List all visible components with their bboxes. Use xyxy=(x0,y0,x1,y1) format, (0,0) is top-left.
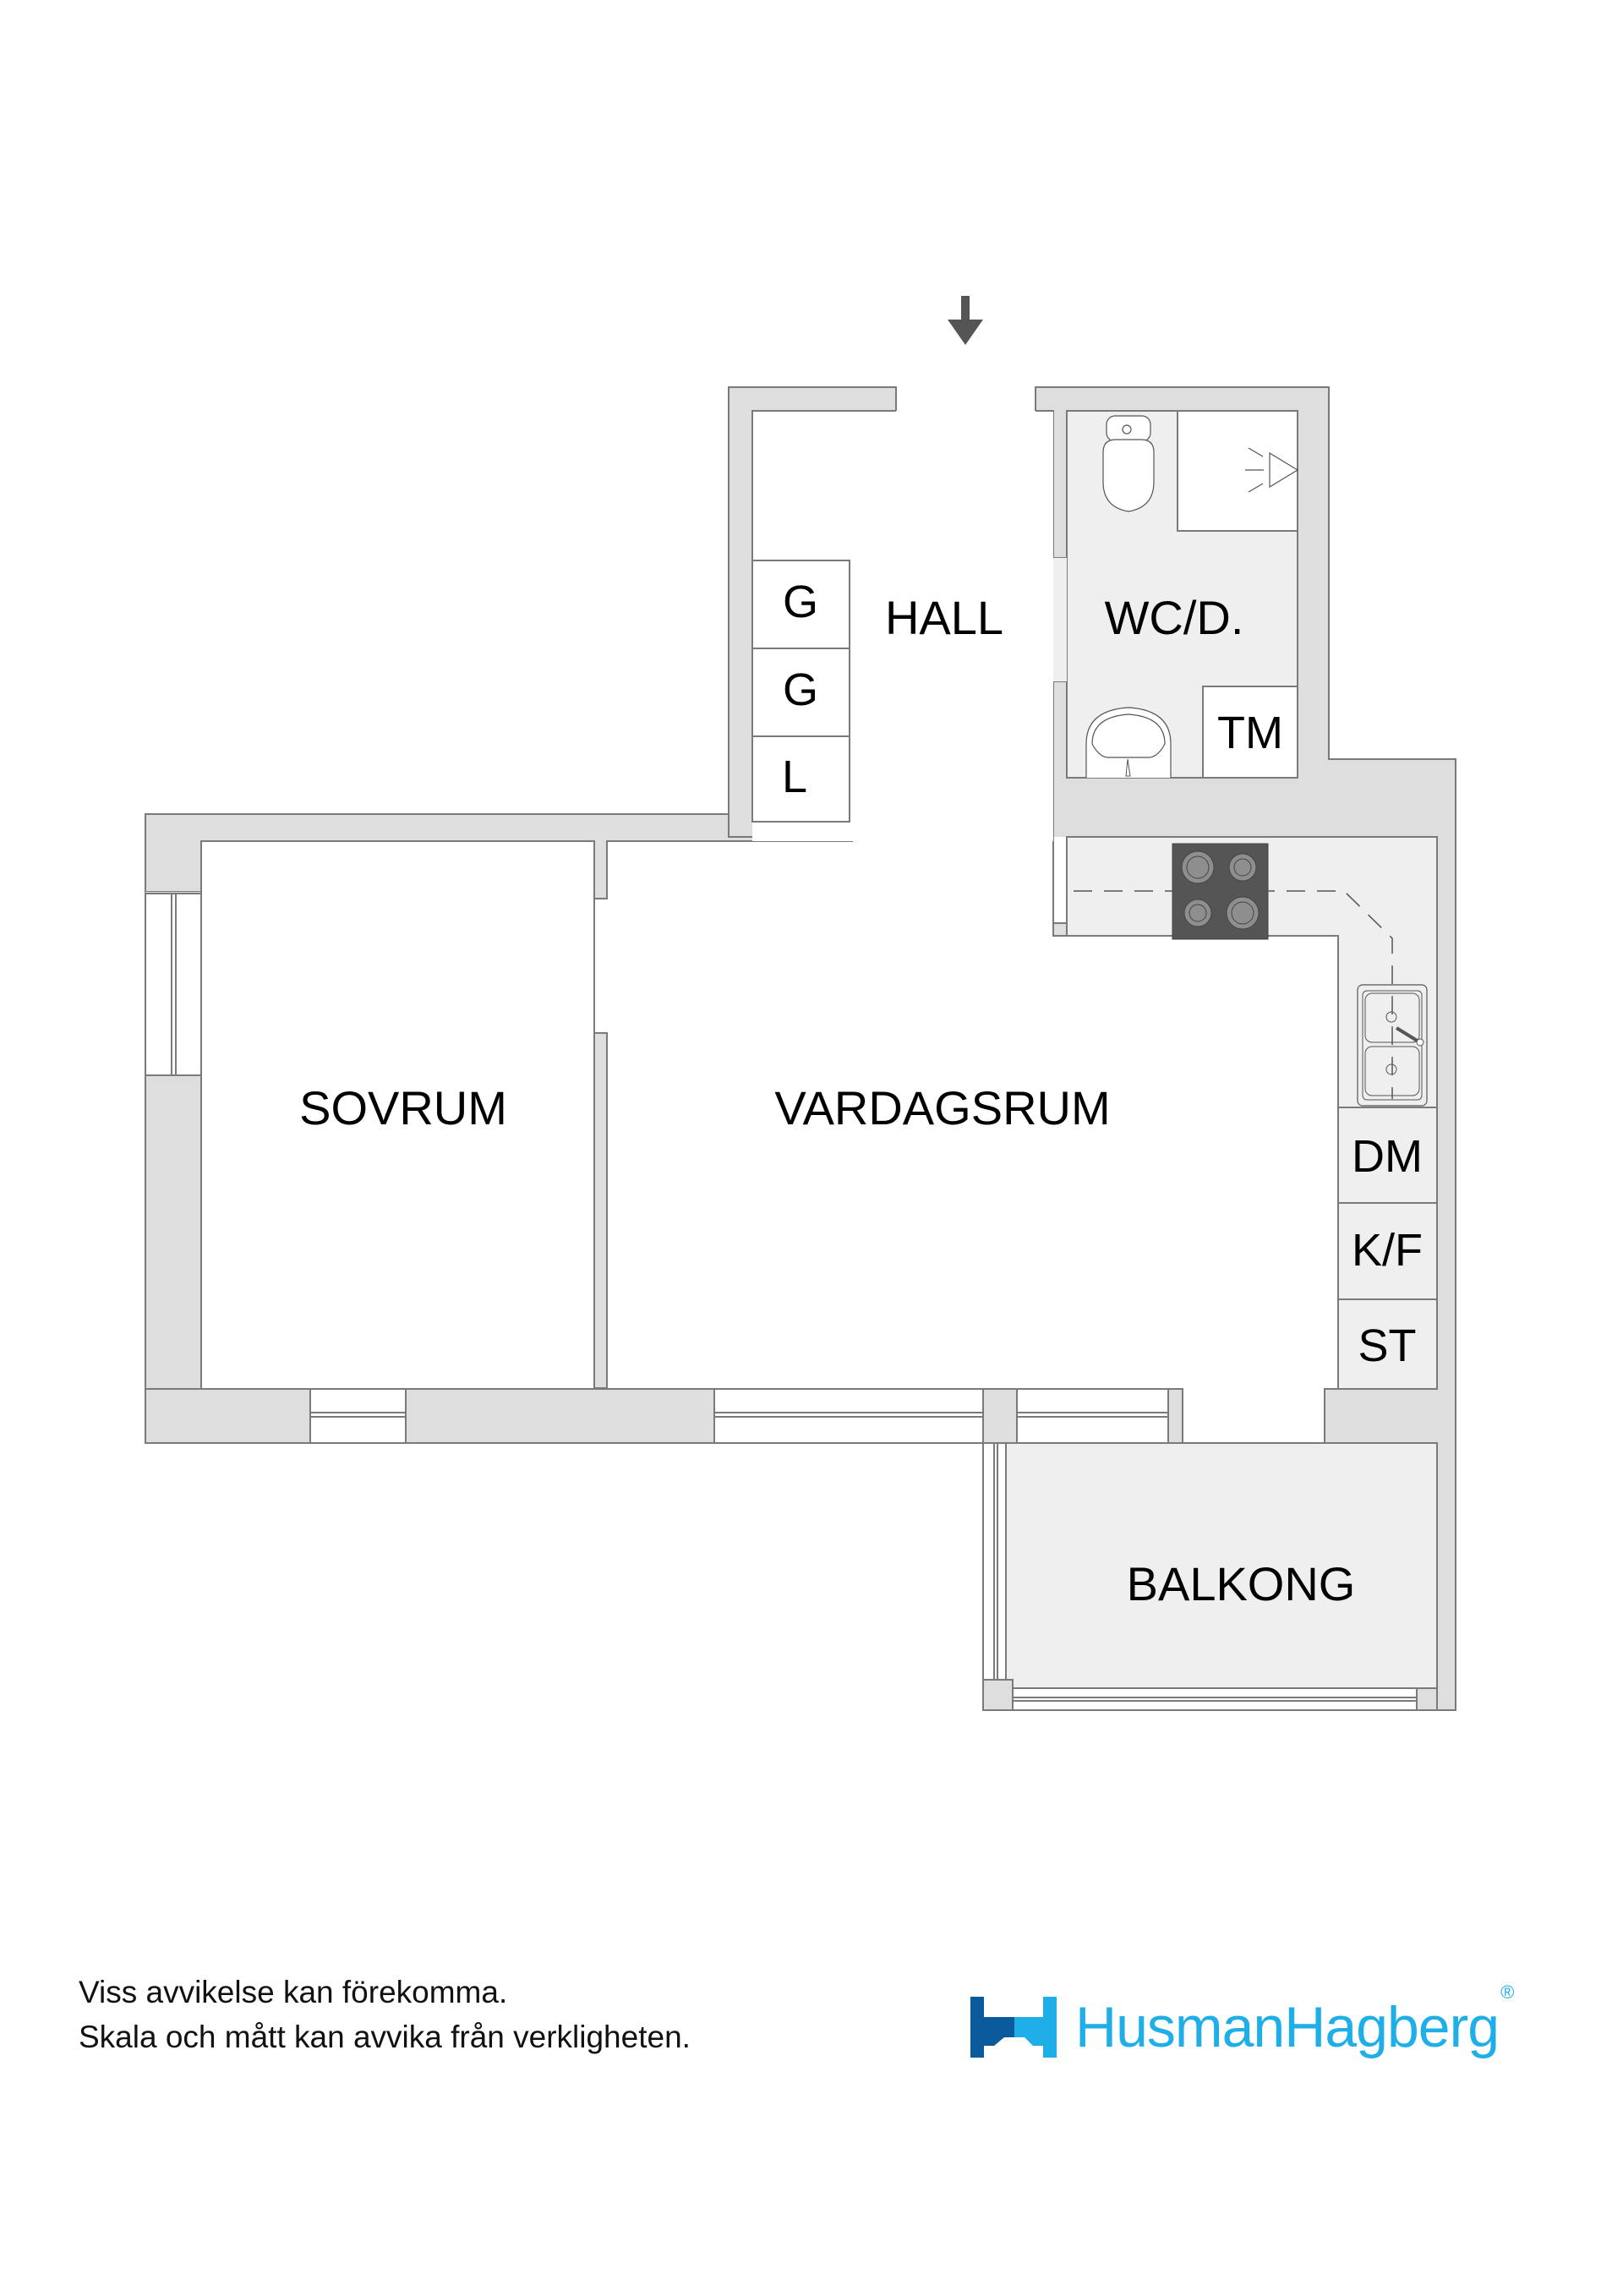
room-label-balkong: BALKONG xyxy=(1127,1557,1356,1610)
logo-name: HusmanHagberg xyxy=(1075,1995,1500,2059)
disclaimer: Viss avvikelse kan förekomma. Skala och … xyxy=(79,1970,691,2059)
room-label-vardagsrum: VARDAGSRUM xyxy=(774,1081,1110,1134)
upper-cabinet-line xyxy=(1074,890,1393,1099)
stove-icon xyxy=(1172,843,1269,940)
registered-mark: ® xyxy=(1500,1982,1514,2003)
room-label-wc: WC/D. xyxy=(1105,591,1244,644)
disclaimer-line-2: Skala och mått kan avvika från verklighe… xyxy=(79,2020,691,2054)
disclaimer-line-1: Viss avvikelse kan förekomma. xyxy=(79,1975,508,2009)
room-label-hall: HALL xyxy=(885,591,1003,644)
toilet-icon xyxy=(1102,415,1155,512)
hall-storage xyxy=(751,560,850,823)
logo-wordmark: HusmanHagberg® xyxy=(1075,1983,1514,2059)
washing-machine xyxy=(1202,686,1298,779)
washbasin-icon xyxy=(1085,707,1172,778)
shower-icon xyxy=(1177,410,1299,532)
kitchen-appliances xyxy=(1338,1107,1437,1300)
room-label-sovrum: SOVRUM xyxy=(299,1081,507,1134)
windows xyxy=(145,893,1438,1711)
arrow-down-icon xyxy=(948,296,983,345)
husmanhagberg-logo: HusmanHagberg® xyxy=(970,1983,1514,2061)
washing-machine-label: TM xyxy=(1217,708,1283,758)
logo-mark-icon xyxy=(970,1997,1057,2058)
wardrobe-label: G xyxy=(783,664,818,715)
dishwasher-label: DM xyxy=(1352,1131,1423,1182)
kitchen-sink-icon xyxy=(1357,984,1428,1107)
wardrobe-label: G xyxy=(783,577,818,627)
fridge-freezer-label: K/F xyxy=(1352,1225,1423,1276)
cabinet-label: ST xyxy=(1358,1320,1416,1371)
linen-closet-label: L xyxy=(782,752,807,802)
